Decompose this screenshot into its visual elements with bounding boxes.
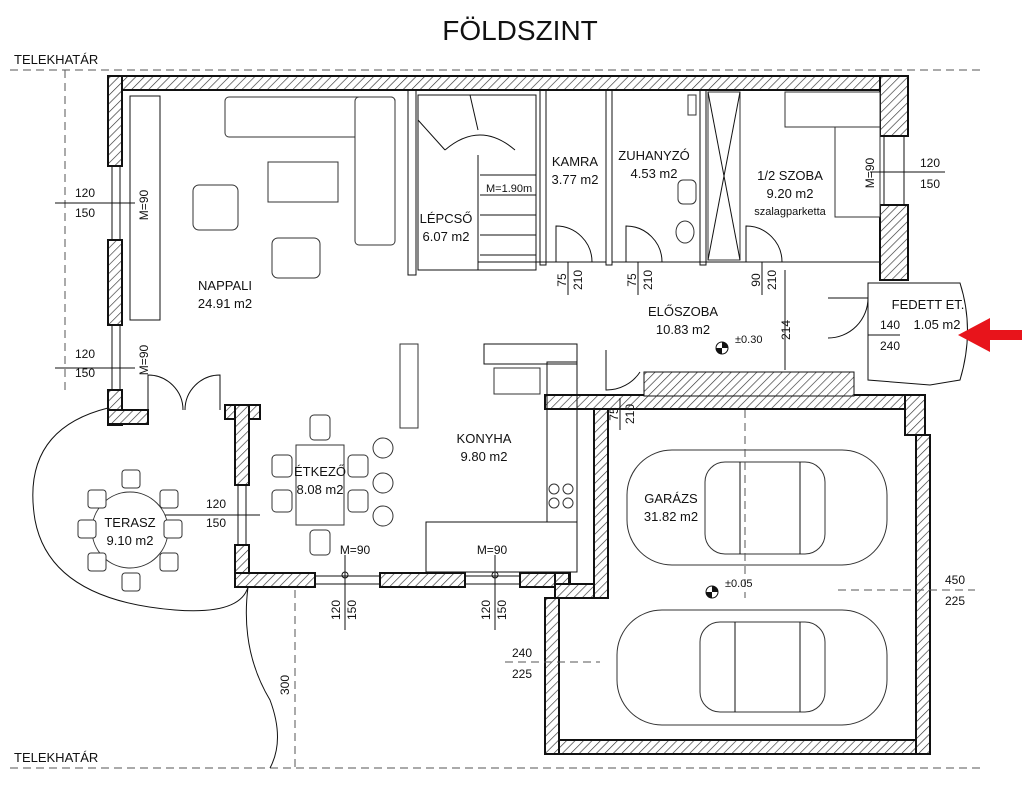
room-name-nappali: NAPPALI (198, 278, 252, 293)
boundary-label-top: TELEKHATÁR (14, 52, 98, 67)
dim-garage-450: 450 (945, 573, 965, 587)
level-marker-garazs (705, 585, 719, 599)
dim-garage-door-h: 210 (623, 404, 637, 424)
room-area-zuhanyzo: 4.53 m2 (631, 166, 678, 181)
dim-hall-214: 214 (779, 320, 793, 340)
dim-m90-left-1: M=90 (137, 190, 151, 221)
room-area-fedett: 1.05 m2 (914, 317, 961, 332)
entrance-arrow-icon (958, 318, 1022, 352)
dim-entrance-140: 140 (880, 318, 900, 332)
dining-table (271, 414, 394, 556)
room-name-fedett: FEDETT ET. (892, 297, 965, 312)
property-boundary (10, 69, 980, 769)
interior-walls (407, 89, 880, 573)
dim-window-h-2: 150 (75, 366, 95, 380)
room-name-lepcso: LÉPCSŐ (420, 211, 473, 226)
room-area-etkezo: 8.08 m2 (297, 482, 344, 497)
doors (147, 225, 869, 411)
room-name-zuhanyzo: ZUHANYZÓ (618, 148, 690, 163)
dim-bath-door-h: 210 (641, 270, 655, 290)
level-garazs: ±0.05 (725, 578, 752, 590)
room-name-konyha: KONYHA (457, 431, 512, 446)
room-name-garazs: GARÁZS (644, 491, 698, 506)
terrace (32, 407, 278, 769)
car-bottom (616, 609, 888, 726)
dim-kamra-door-h: 210 (571, 270, 585, 290)
dim-window-w-5: 120 (479, 600, 493, 620)
room-area-garazs: 31.82 m2 (644, 509, 698, 524)
room-name-eloszoba: ELŐSZOBA (648, 304, 718, 319)
dim-garage-door-w: 75 (607, 407, 621, 421)
stair-width-label: M=1.90m (486, 183, 532, 195)
dim-m90-bottom-2: M=90 (477, 543, 508, 557)
room-note-szoba: szalagparketta (754, 206, 826, 218)
dim-m90-left-2: M=90 (137, 345, 151, 376)
dim-window-w-2: 120 (75, 347, 95, 361)
dim-room-door-h: 210 (765, 270, 779, 290)
dim-window-w: 120 (75, 186, 95, 200)
dim-kamra-door-w: 75 (555, 273, 569, 287)
dim-garage-225: 225 (945, 594, 965, 608)
room-area-lepcso: 6.07 m2 (423, 229, 470, 244)
room-area-szoba: 9.20 m2 (767, 186, 814, 201)
car-top (626, 449, 888, 566)
dim-setback-300: 300 (278, 675, 292, 695)
dim-garage-door-240: 240 (512, 646, 532, 660)
dim-m90-bottom-1: M=90 (340, 543, 371, 557)
dim-window-h-3: 150 (206, 516, 226, 530)
room-area-nappali: 24.91 m2 (198, 296, 252, 311)
room-area-konyha: 9.80 m2 (461, 449, 508, 464)
plan-title: FÖLDSZINT (442, 15, 598, 46)
dim-window-w-6: 120 (920, 156, 940, 170)
dimension-texts: 120 150 M=90 120 150 M=90 120 150 M=90 M… (75, 156, 965, 695)
room-area-kamra: 3.77 m2 (552, 172, 599, 187)
dim-window-h-4: 150 (345, 600, 359, 620)
dim-window-w-3: 120 (206, 497, 226, 511)
kitchen-sink (493, 367, 574, 509)
boundary-label-bottom: TELEKHATÁR (14, 750, 98, 765)
dim-window-h-6: 150 (920, 177, 940, 191)
bathroom-fixtures (675, 94, 697, 244)
sofa (192, 96, 419, 429)
dim-window-w-4: 120 (329, 600, 343, 620)
dimension-lines (55, 171, 975, 663)
room-name-etkezo: ÉTKEZŐ (294, 464, 346, 479)
room-area-eloszoba: 10.83 m2 (656, 322, 710, 337)
staircase (417, 94, 537, 271)
level-eloszoba: ±0.30 (735, 334, 762, 346)
dim-entrance-240: 240 (880, 339, 900, 353)
dim-room-door-w: 90 (749, 273, 763, 287)
room-name-kamra: KAMRA (552, 154, 599, 169)
dim-window-h: 150 (75, 206, 95, 220)
dim-garage-door-225: 225 (512, 667, 532, 681)
dim-m90-right: M=90 (863, 158, 877, 189)
room-name-szoba: 1/2 SZOBA (757, 168, 823, 183)
room-area-terasz: 9.10 m2 (107, 533, 154, 548)
level-marker-eloszoba (715, 341, 729, 355)
dim-window-h-5: 150 (495, 600, 509, 620)
room-name-terasz: TERASZ (104, 515, 155, 530)
dim-bath-door-w: 75 (625, 273, 639, 287)
